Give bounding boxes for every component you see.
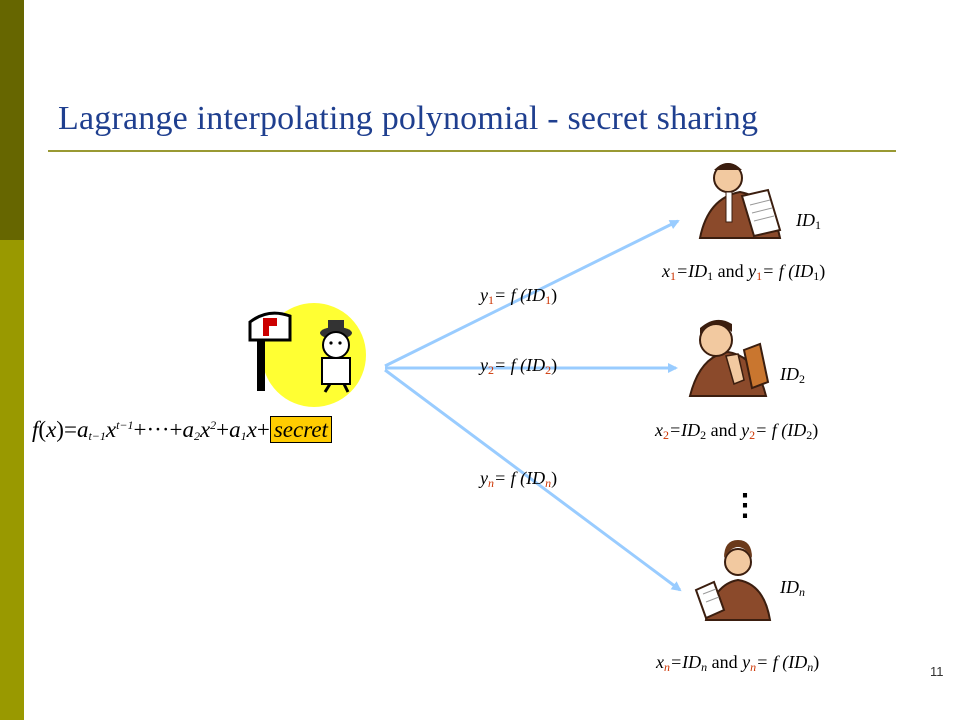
sidebar-segment-light [0, 240, 24, 480]
formula-paren: ( [38, 417, 47, 442]
dealer-with-mailbox-icon [248, 303, 366, 407]
page-number: 11 [930, 664, 944, 679]
formula-equals: = [63, 417, 77, 442]
formula-x: x [46, 417, 57, 442]
formula-coef: a [182, 417, 194, 442]
formula-coef: a [76, 417, 89, 442]
left-sidebar-bar [0, 0, 24, 720]
polynomial-formula: f(x)=at−1xt−1+···+a2x2+a1x+secret [32, 409, 332, 443]
vertical-ellipsis: ⋮ [730, 489, 760, 522]
secret-highlight: secret [269, 416, 332, 443]
share-label-2: y2= f (ID2) [480, 355, 558, 377]
formula-x: x [246, 417, 257, 442]
formula-exponent: 2 [210, 418, 217, 432]
sidebar-segment-light [0, 480, 24, 720]
slide-title: Lagrange interpolating polynomial - secr… [58, 100, 759, 137]
formula-paren: ) [56, 417, 64, 442]
formula-f: f [32, 417, 39, 442]
formula-dots: +···+ [133, 417, 183, 442]
man-thinking-icon [688, 319, 770, 397]
formula-x: x [105, 417, 117, 442]
participant-share-2: x2=ID2 and y2= f (ID2) [655, 420, 819, 442]
participant-share-1: x1=ID1 and y1= f (ID1) [662, 261, 826, 283]
formula-subscript: 1 [240, 429, 247, 443]
businessman-reading-icon [698, 163, 782, 239]
formula-subscript: 2 [193, 429, 200, 443]
participant-id-1: ID1 [796, 210, 821, 232]
sidebar-segment-dark [0, 0, 24, 240]
arrow-to-idn [384, 368, 682, 592]
formula-plus: + [256, 417, 270, 442]
formula-coef: a [229, 417, 241, 442]
formula-plus: + [216, 417, 230, 442]
title-underline [48, 150, 896, 152]
share-label-n: yn= f (IDn) [480, 468, 558, 490]
arrow-to-id1 [384, 219, 680, 368]
formula-exponent: t−1 [116, 418, 134, 432]
participant-share-n: xn=IDn and yn= f (IDn) [656, 652, 820, 674]
formula-x: x [199, 417, 211, 442]
woman-with-papers-icon [694, 540, 772, 621]
share-label-1: y1= f (ID1) [480, 285, 558, 307]
participant-id-2: ID2 [780, 364, 805, 386]
participant-id-n: IDn [780, 577, 805, 599]
formula-subscript: t−1 [88, 429, 106, 443]
